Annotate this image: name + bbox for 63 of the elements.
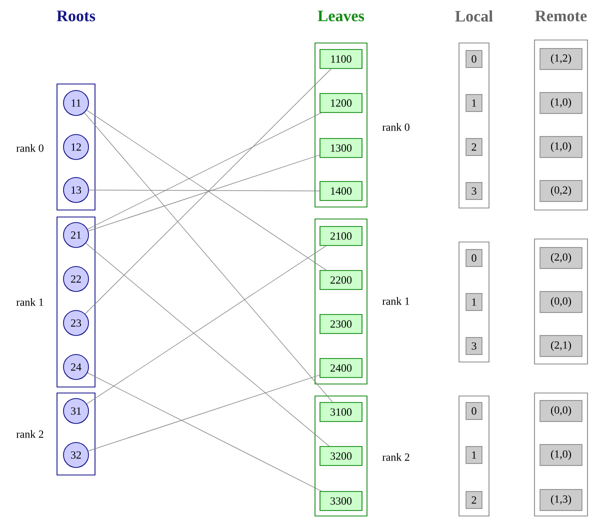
- leaf-box: 1400: [320, 181, 362, 201]
- group-box: [314, 218, 368, 384]
- pair-box: (2,1): [540, 335, 582, 357]
- rank-label: rank 0: [382, 123, 410, 131]
- leaf-box: 2200: [320, 270, 362, 290]
- group-box: [534, 238, 588, 364]
- leaf-box: 2300: [320, 314, 362, 334]
- index-box: 0: [466, 402, 482, 420]
- group-box: [534, 40, 588, 210]
- pair-box: (1,0): [540, 444, 582, 466]
- index-box: 3: [466, 182, 482, 200]
- leaf-box: 3300: [320, 491, 362, 511]
- column-heading: Remote: [535, 10, 587, 22]
- column-heading: Roots: [56, 10, 96, 22]
- group-box: [56, 392, 96, 476]
- connector-line: [86, 110, 327, 270]
- rank-label: rank 2: [16, 430, 44, 438]
- pair-box: (0,2): [540, 180, 582, 202]
- leaf-box: 2400: [320, 358, 362, 378]
- connector-line: [88, 374, 320, 452]
- column-heading: Local: [455, 10, 493, 22]
- pair-box: (2,0): [540, 247, 582, 269]
- connector-line: [84, 68, 332, 314]
- group-box: [314, 42, 368, 208]
- pair-box: (1,0): [540, 92, 582, 114]
- column-heading: Leaves: [318, 10, 364, 22]
- rank-label: rank 1: [16, 298, 44, 306]
- leaf-box: 1200: [320, 93, 362, 113]
- rank-label: rank 0: [16, 144, 44, 152]
- pair-box: (0,0): [540, 291, 582, 313]
- pair-box: (1,3): [540, 489, 582, 511]
- index-box: 1: [466, 293, 482, 311]
- group-box: [458, 42, 490, 208]
- connector-line: [88, 190, 320, 192]
- leaf-box: 1100: [320, 49, 362, 69]
- leaf-box: 3200: [320, 446, 362, 466]
- leaf-box: 2100: [320, 226, 362, 246]
- group-box: [458, 242, 490, 362]
- pair-box: (1,2): [540, 48, 582, 70]
- leaf-box: 3100: [320, 402, 362, 422]
- pair-box: (0,0): [540, 400, 582, 422]
- index-box: 2: [466, 491, 482, 509]
- group-box: [56, 216, 96, 388]
- group-box: [458, 396, 490, 516]
- pair-box: (1,0): [540, 136, 582, 158]
- index-box: 1: [466, 446, 482, 464]
- index-box: 3: [466, 337, 482, 355]
- connector-line: [84, 112, 333, 402]
- rank-label: rank 2: [382, 453, 410, 461]
- index-box: 1: [466, 94, 482, 112]
- group-box: [56, 84, 96, 210]
- index-box: 2: [466, 138, 482, 156]
- rank-label: rank 1: [382, 297, 410, 305]
- connector-line: [87, 112, 322, 230]
- connector-line: [88, 154, 320, 232]
- connector-line: [86, 242, 330, 446]
- leaf-box: 1300: [320, 138, 362, 158]
- group-box: [534, 392, 588, 516]
- index-box: 0: [466, 50, 482, 68]
- connector-line: [86, 246, 326, 404]
- group-box: [314, 396, 368, 516]
- index-box: 0: [466, 249, 482, 267]
- connector-line: [87, 372, 322, 492]
